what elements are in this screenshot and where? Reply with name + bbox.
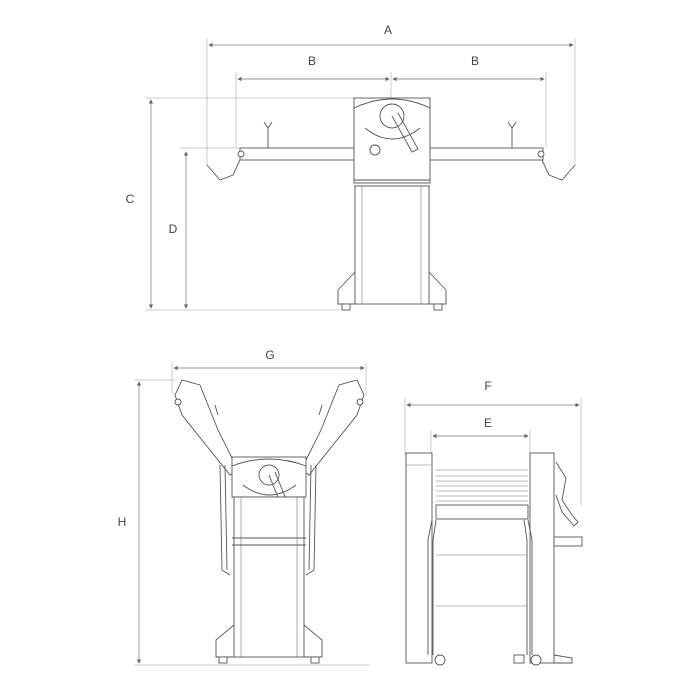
dimension-a-label: A	[384, 23, 392, 37]
dimension-f-label: F	[484, 379, 491, 393]
wheel-icon	[434, 654, 446, 666]
machine-side-body	[405, 452, 583, 666]
dimension-e-label: E	[484, 416, 492, 430]
dimension-c-label: C	[126, 192, 135, 206]
front-view-folded: G H	[118, 348, 370, 666]
front-view-open: A B B C D	[126, 23, 576, 311]
dimension-h-label: H	[118, 515, 127, 529]
dimension-b-left-label: B	[308, 54, 316, 68]
dimension-g-label: G	[265, 348, 274, 362]
side-view: F E	[404, 379, 583, 666]
dimension-b-right-label: B	[471, 54, 479, 68]
rollers	[435, 469, 529, 520]
dimension-d-label: D	[169, 222, 178, 236]
machine-folded-body	[174, 379, 365, 664]
wheel-icon	[530, 654, 542, 666]
machine-open-body	[206, 97, 576, 311]
